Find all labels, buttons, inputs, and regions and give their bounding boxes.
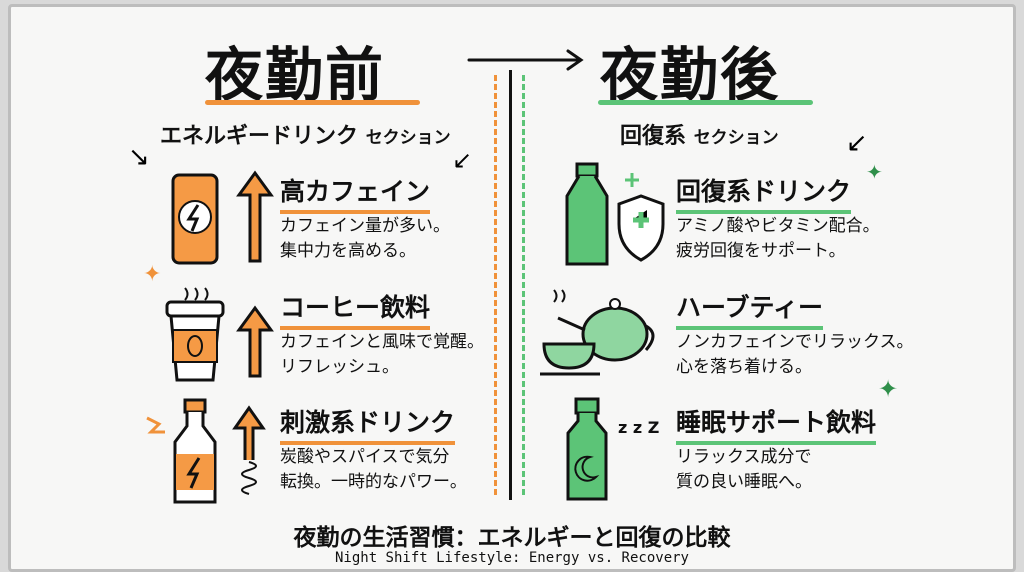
list-item: 刺激系ドリンク炭酸やスパイスで気分 転換。一時的なパワー。 — [280, 403, 530, 495]
list-item: ハーブティーノンカフェインでリラックス。 心を落ち着ける。 — [676, 288, 946, 380]
footer-title: 夜勤の生活習慣：エネルギーと回復の比較 — [293, 525, 731, 551]
item-description: カフェイン量が多い。 集中力を高める。 — [280, 216, 450, 261]
title-underline — [598, 100, 813, 105]
sparkle-icon: ✦ — [143, 262, 162, 287]
curved-arrow-icon: ↙ — [846, 128, 868, 158]
item-title: 睡眠サポート飲料 — [676, 408, 877, 445]
item-title: 刺激系ドリンク — [280, 408, 456, 445]
list-item: 高カフェインカフェイン量が多い。 集中力を高める。 — [280, 172, 530, 264]
title-underline — [205, 100, 420, 105]
teapot-icon — [540, 289, 655, 376]
item-title: 回復系ドリンク — [676, 177, 852, 214]
item-description: 炭酸やスパイスで気分 転換。一時的なパワー。 — [280, 447, 467, 492]
coffee-cup-icon — [165, 287, 274, 382]
orange-dashed-line — [494, 75, 497, 495]
item-title: コーヒー飲料 — [280, 293, 431, 330]
item-description: ノンカフェインでリラックス。 心を落ち着ける。 — [676, 332, 914, 377]
list-item: コーヒー飲料カフェインと風味で覚醒。 リフレッシュ。 — [280, 288, 530, 380]
center-divider — [509, 70, 512, 500]
item-title: 高カフェイン — [280, 177, 431, 214]
bottle-shield-icon — [565, 162, 665, 266]
list-item: 回復系ドリンクアミノ酸やビタミン配合。 疲労回復をサポート。 — [676, 172, 946, 264]
sparkle-icon: ✦ — [866, 160, 883, 184]
energy-can-icon — [171, 170, 274, 265]
item-title: ハーブティー — [676, 293, 824, 330]
curved-arrow-icon: ↘ — [128, 142, 150, 172]
energy-section-heading: エネルギードリンク セクション — [160, 124, 451, 149]
after-shift-title: 夜勤後 — [600, 41, 781, 109]
arrow-right-icon — [467, 49, 584, 71]
green-dashed-line — [522, 75, 525, 495]
before-shift-title: 夜勤前 — [205, 41, 386, 109]
energy-bottle-icon — [146, 398, 266, 504]
sleep-bottle-icon: z z Z — [566, 397, 659, 501]
footer-subtitle: Night Shift Lifestyle: Energy vs. Recove… — [334, 550, 689, 566]
item-description: リラックス成分で 質の良い睡眠へ。 — [676, 447, 812, 492]
item-description: カフェインと風味で覚醒。 リフレッシュ。 — [280, 332, 484, 377]
curved-arrow-icon: ↙ — [452, 146, 473, 174]
sparkle-icon: ✦ — [878, 375, 899, 403]
list-item: 睡眠サポート飲料リラックス成分で 質の良い睡眠へ。 — [676, 403, 946, 495]
item-description: アミノ酸やビタミン配合。 疲労回復をサポート。 — [676, 216, 880, 261]
recovery-section-heading: 回復系 セクション — [620, 124, 779, 149]
svg-text:z z Z: z z Z — [618, 418, 659, 437]
